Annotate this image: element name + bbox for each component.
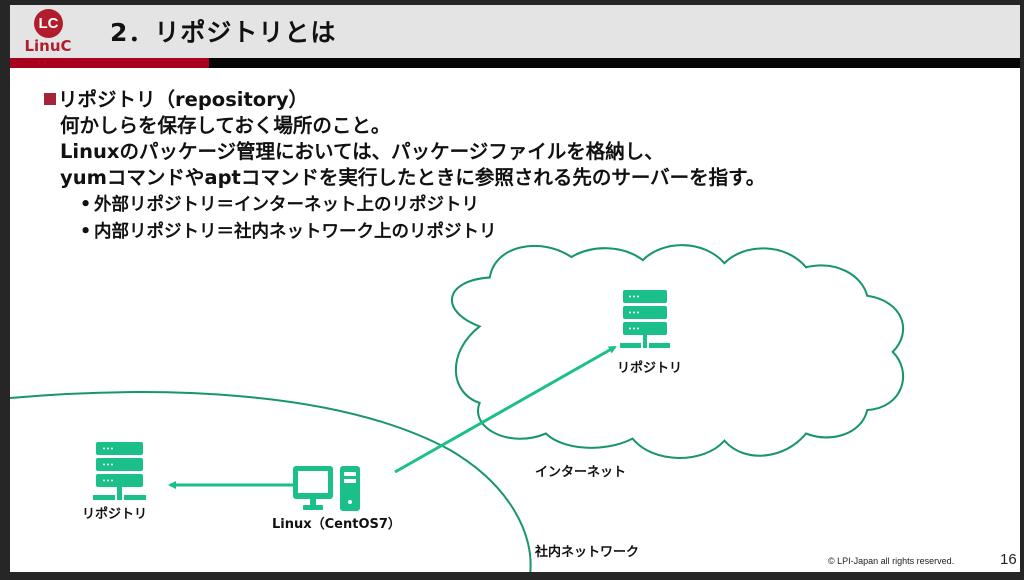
logo-text: LinuC [24,37,72,55]
intranet-label: 社内ネットワーク [535,545,640,560]
linuc-logo: LC LinuC [20,9,76,57]
internet-repo-label: リポジトリ [617,361,683,376]
internal-repo-label: リポジトリ [82,507,148,522]
intranet-boundary [10,391,532,572]
bullet-dot-icon: • [80,195,92,215]
page-number: 16 [1000,551,1017,568]
header-accent-bar [10,58,209,68]
bullet-external-repo: •外部リポジトリ＝インターネット上のリポジトリ [44,192,765,219]
bullet-dot-icon: • [80,222,92,242]
repository-heading: リポジトリ（repository） [44,87,765,113]
internet-cloud [450,244,905,459]
bullet-list: •外部リポジトリ＝インターネット上のリポジトリ •内部リポジトリ＝社内ネットワー… [44,192,765,246]
logo-mark: LC [34,9,63,38]
square-bullet-icon [44,93,56,105]
internet-server-icon [620,290,670,348]
definition-line-3: yumコマンドやaptコマンドを実行したときに参照される先のサーバーを指す。 [60,166,766,189]
slide-header [10,5,1020,58]
header-divider-bar [209,58,1020,68]
internet-label: インターネット [535,465,627,480]
internal-server-icon [93,442,146,500]
arrow-to-internet-repo [394,345,617,474]
definition-line-2: Linuxのパッケージ管理においては、パッケージファイルを格納し、 [60,140,664,163]
slide: LC LinuC 2．リポジトリとは [10,5,1020,572]
network-diagram [10,244,905,572]
linux-client-icon [293,466,360,511]
content-body: リポジトリ（repository） 何かしらを保存しておく場所のこと。 Linu… [44,87,765,246]
linux-client-label: Linux（CentOS7） [272,517,401,532]
definition-line-1: 何かしらを保存しておく場所のこと。 [60,114,391,137]
page-title: 2．リポジトリとは [110,18,337,47]
copyright-notice: © LPI-Japan all rights reserved. [828,556,955,566]
bullet-internal-repo: •内部リポジトリ＝社内ネットワーク上のリポジトリ [44,219,765,246]
